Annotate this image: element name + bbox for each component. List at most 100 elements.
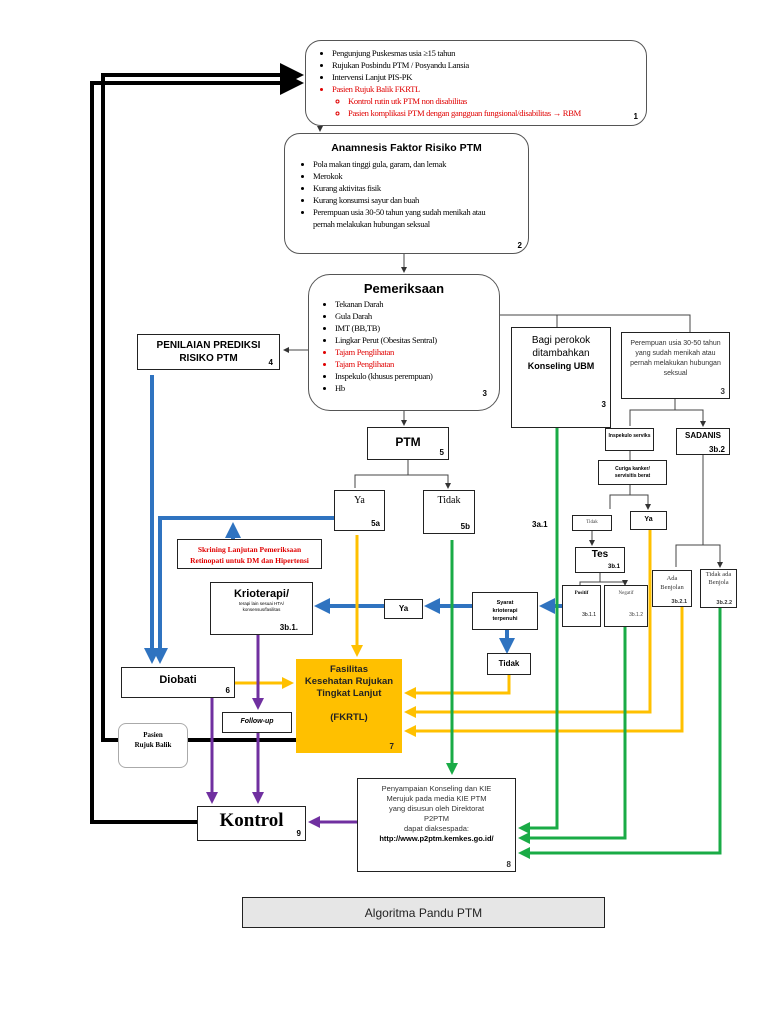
tidak-ada-benjolan-box: Tidak ada Benjola 3b.2.2 — [700, 569, 737, 608]
sadanis-label: SADANIS — [684, 431, 721, 440]
step-number: 3b.1.2 — [629, 612, 643, 618]
list-item: IMT (BB,TB) — [335, 322, 471, 334]
ya-label: Ya — [354, 495, 365, 506]
step-number: 7 — [389, 742, 394, 751]
list-item: Merokok — [313, 170, 508, 182]
tidak-5b-box: Tidak 5b — [423, 490, 475, 534]
p2ptm-link[interactable]: http://www.p2ptm.kemkes.go.id/ — [379, 834, 494, 843]
step-number: 3b.1 — [607, 564, 620, 570]
step-number: 3 — [720, 387, 725, 396]
list-item: Pola makan tinggi gula, garam, dan lemak — [313, 158, 508, 170]
list-item: Tajam Penglihatan — [335, 346, 471, 358]
diagram-title-text: Algoritma Pandu PTM — [364, 906, 483, 920]
syarat-krioterapi-box: Syarat krioterapi terpenuhi — [472, 592, 538, 630]
ptm-box: PTM 5 — [367, 427, 449, 460]
step-number: 5 — [439, 448, 444, 457]
krioterapi-title: Krioterapi/ — [233, 588, 289, 600]
sadanis-box: SADANIS 3b.2 — [676, 428, 730, 455]
tes-box: Tes 3b.1 — [575, 547, 625, 573]
anamnesis-box: Anamnesis Faktor Risiko PTM Pola makan t… — [284, 133, 529, 254]
perempuan-box: Perempuan usia 30-50 tahun yang sudah me… — [621, 332, 730, 399]
list-item: Tekanan Darah — [335, 298, 471, 310]
negatif-label: Negatif — [618, 591, 634, 596]
followup-box: Follow-up — [222, 712, 292, 733]
curiga-label: Curiga kanker/ servisitis berat — [614, 466, 651, 479]
step-number: 2 — [517, 241, 522, 250]
entry-criteria-box: Pengunjung Puskesmas usia ≥15 tahunRujuk… — [305, 40, 647, 126]
fkrtl-box: Fasilitas Kesehatan Rujukan Tingkat Lanj… — [296, 659, 402, 753]
step-number: 6 — [225, 686, 230, 695]
step-number: 5b — [460, 522, 470, 531]
label-3a1: 3a.1 — [532, 520, 548, 529]
tidak-syarat-box: Tidak — [487, 653, 531, 675]
step-number: 3b.2.2 — [716, 600, 732, 606]
loop-rujuk-balik-line — [101, 63, 304, 742]
fkrtl-abbr: (FKRTL) — [330, 712, 368, 723]
skrining-line: Retinopati untuk DM dan Hipertensi — [190, 556, 309, 565]
positif-label: Positif — [574, 591, 589, 596]
step-number: 3b.2 — [708, 445, 725, 454]
pemeriksaan-box: Pemeriksaan Tekanan DarahGula DarahIMT (… — [308, 274, 500, 411]
ya-label: Ya — [644, 516, 653, 523]
inspekulo-label: Inspekulo serviks — [608, 433, 651, 439]
loop-kontrol-line — [90, 71, 304, 824]
list-item: Kontrol rutin utk PTM non disabilitas — [348, 95, 626, 107]
perokok-box: Bagi perokok ditambahkan Konseling UBM 3 — [511, 327, 611, 428]
list-item: Kurang konsumsi sayur dan buah — [313, 194, 508, 206]
list-item: Kurang aktivitas fisik — [313, 182, 508, 194]
ada-benjolan-box: Ada Benjolan 3b.2.1 — [652, 570, 692, 607]
step-number: 8 — [506, 860, 511, 869]
penyampaian-line: Penyampaian Konseling dan KIE — [381, 784, 492, 793]
kontrol-box: Kontrol 9 — [197, 806, 306, 841]
ya-krioterapi-box: Ya — [384, 599, 423, 619]
inspekulo-serviks-box: Inspekulo serviks — [605, 428, 654, 451]
skrining-retinopati-box: Skrining Lanjutan Pemeriksaan Retinopati… — [177, 539, 322, 569]
list-item: Pasien komplikasi PTM dengan gangguan fu… — [348, 107, 626, 119]
krioterapi-box: Krioterapi/ terapi lain sesuai HTA/ kons… — [210, 582, 313, 635]
pemeriksaan-title: Pemeriksaan — [363, 281, 445, 296]
step-number: 3 — [601, 400, 606, 409]
list-item: Gula Darah — [335, 310, 471, 322]
kontrol-label: Kontrol — [219, 810, 284, 831]
ya-curiga-box: Ya — [630, 511, 667, 530]
sub-list: Kontrol rutin utk PTM non disabilitasPas… — [332, 95, 626, 119]
curiga-kanker-box: Curiga kanker/ servisitis berat — [598, 460, 667, 485]
perempuan-label: Perempuan usia 30-50 tahun yang sudah me… — [630, 340, 721, 377]
tidak-curiga-box: Tidak — [572, 515, 612, 531]
list-item: Pasien Rujuk Balik FKRTL — [332, 83, 626, 95]
perokok-line: Bagi perokok — [531, 335, 591, 346]
list-item: Rujukan Posbindu PTM / Posyandu Lansia — [332, 59, 626, 71]
penyampaian-line: Merujuk pada media KIE PTM — [386, 794, 487, 803]
step-number: 3b.2.1 — [671, 599, 687, 605]
fkrtl-line: Fasilitas — [329, 664, 369, 675]
perokok-line: ditambahkan — [532, 348, 590, 359]
fkrtl-line: Tingkat Lanjut — [316, 688, 382, 699]
anamnesis-title: Anamnesis Faktor Risiko PTM — [331, 142, 482, 154]
step-number: 9 — [296, 829, 301, 838]
list-item: Intervensi Lanjut PIS-PK — [332, 71, 626, 83]
diobati-box: Diobati 6 — [121, 667, 235, 698]
penyampaian-line: yang disusun oleh Direktorat — [388, 804, 485, 813]
ya-5a-box: Ya 5a — [334, 490, 385, 531]
step-number: 3 — [482, 389, 487, 398]
tidak-label: Tidak — [437, 495, 461, 506]
syarat-label: Syarat krioterapi terpenuhi — [492, 600, 518, 622]
penilaian-label: PENILAIAN PREDIKSI RISIKO PTM — [156, 340, 261, 364]
tidak-benjolan-label: Tidak ada Benjola — [705, 571, 732, 586]
list-item: Lingkar Perut (Obesitas Sentral) — [335, 334, 471, 346]
positif-box: Positif 3b.1.1 — [562, 585, 601, 627]
ptm-label: PTM — [395, 435, 421, 449]
skrining-line: Skrining Lanjutan Pemeriksaan — [197, 545, 302, 554]
step-number: 1 — [633, 112, 638, 121]
penyampaian-line: dapat diaksespada: — [403, 824, 470, 833]
diobati-label: Diobati — [159, 674, 197, 686]
fkrtl-line: Kesehatan Rujukan — [304, 676, 394, 687]
diagram-title: Algoritma Pandu PTM — [242, 897, 605, 928]
step-number: 3b.1.1 — [582, 612, 596, 618]
ya-label: Ya — [398, 604, 409, 613]
negatif-box: Negatif 3b.1.2 — [604, 585, 648, 627]
followup-label: Follow-up — [240, 718, 274, 725]
list-item: Tajam Penglihatan — [335, 358, 471, 370]
konseling-ubm-label: Konseling UBM — [527, 361, 595, 371]
